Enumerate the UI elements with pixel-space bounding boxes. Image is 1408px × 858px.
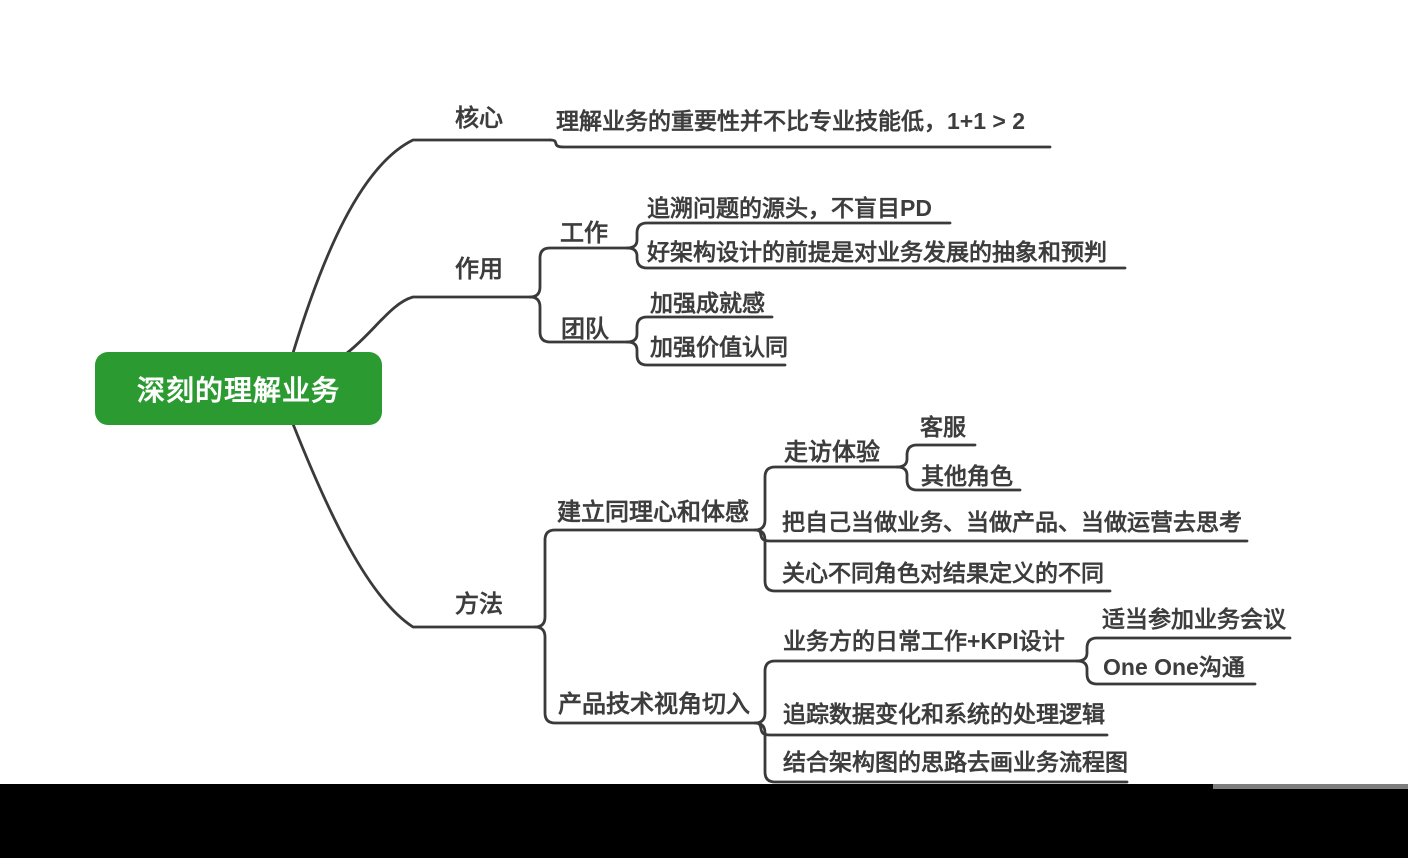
connector-prodtech-kpi [753, 659, 1079, 725]
letterbox-bar [0, 784, 1408, 858]
connector-team-value [625, 340, 787, 367]
connector-purpose-team [528, 295, 629, 344]
node-draw-flowchart[interactable]: 结合架构图的思路去画业务流程图 [783, 749, 1128, 775]
node-achievement[interactable]: 加强成就感 [650, 290, 765, 316]
connector-visit-other-roles [895, 465, 1022, 492]
branch-purpose[interactable]: 作用 [455, 256, 503, 283]
root-topic-label: 深刻的理解业务 [136, 374, 340, 406]
node-track-data[interactable]: 追踪数据变化和系统的处理逻辑 [783, 701, 1105, 727]
connector-method-empathy [533, 528, 757, 629]
connector-method-prodtech [533, 625, 757, 725]
node-other-roles[interactable]: 其他角色 [921, 463, 1013, 489]
node-team[interactable]: 团队 [561, 316, 609, 343]
connector-visit-customer-service [895, 443, 977, 469]
connector-work-trace [625, 221, 952, 250]
connector-empathy-care [753, 528, 1112, 593]
branch-core[interactable]: 核心 [455, 105, 503, 132]
node-work[interactable]: 工作 [560, 220, 608, 247]
connector-core-point [548, 138, 1052, 149]
connector-team-achievement [625, 315, 774, 344]
node-core-point[interactable]: 理解业务的重要性并不比专业技能低，1+1 > 2 [556, 108, 1026, 134]
branch-method[interactable]: 方法 [455, 591, 503, 618]
node-product-tech-view[interactable]: 产品技术视角切入 [558, 691, 750, 718]
connector-root-method [291, 422, 537, 629]
node-trace-source[interactable]: 追溯问题的源头，不盲目PD [647, 195, 932, 221]
scrubber-strip [1213, 784, 1408, 789]
node-one-one-communication[interactable]: One One沟通 [1103, 654, 1245, 680]
node-empathy[interactable]: 建立同理心和体感 [557, 499, 749, 526]
node-daily-work-kpi[interactable]: 业务方的日常工作+KPI设计 [783, 628, 1065, 654]
node-architecture-premise[interactable]: 好架构设计的前提是对业务发展的抽象和预判 [647, 239, 1107, 265]
node-attend-meetings[interactable]: 适当参加业务会议 [1102, 606, 1286, 632]
connector-purpose-work [528, 246, 629, 299]
connector-work-architecture [625, 246, 1127, 270]
connector-empathy-visit [753, 465, 899, 532]
node-think-as-roles[interactable]: 把自己当做业务、当做产品、当做运营去思考 [782, 509, 1242, 535]
node-result-definitions[interactable]: 关心不同角色对结果定义的不同 [782, 560, 1104, 586]
connector-root-core [291, 138, 552, 355]
connector-kpi-oneone [1075, 659, 1257, 686]
connector-prodtech-flowchart [753, 721, 1129, 784]
node-visit-experience[interactable]: 走访体验 [784, 439, 880, 466]
root-topic[interactable]: 深刻的理解业务 [95, 352, 382, 425]
node-value-identity[interactable]: 加强价值认同 [650, 334, 788, 360]
connector-kpi-meetings [1075, 636, 1292, 663]
connector-root-purpose [345, 295, 532, 355]
node-customer-service[interactable]: 客服 [920, 414, 966, 440]
